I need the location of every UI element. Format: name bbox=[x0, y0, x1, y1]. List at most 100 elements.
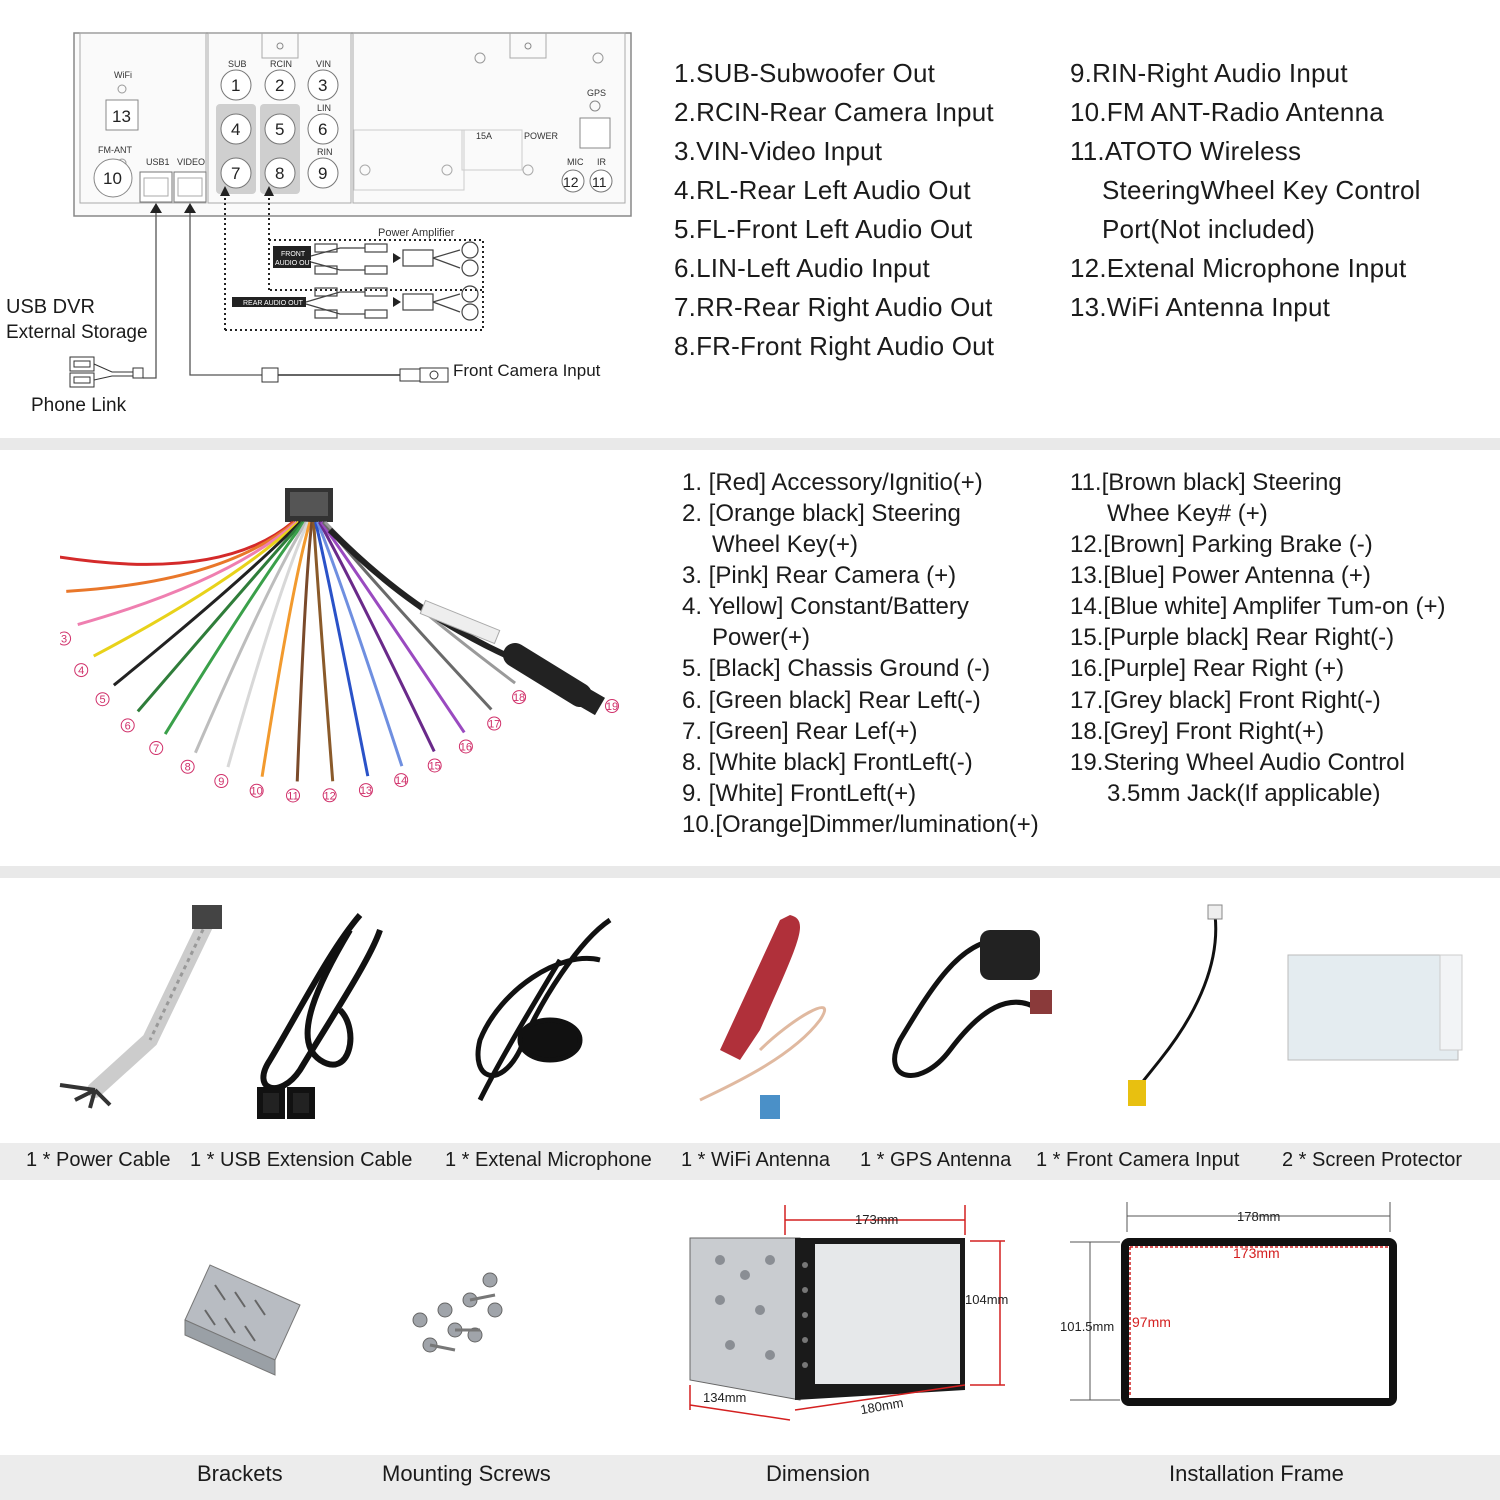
power-cable-image bbox=[59, 905, 222, 1109]
dimension-width-top: 173mm bbox=[855, 1212, 898, 1227]
fl-port bbox=[264, 113, 296, 145]
rin-port bbox=[307, 157, 339, 189]
mic-port bbox=[561, 169, 585, 193]
port-number-13: 13 bbox=[112, 107, 131, 126]
port-legend-item: 13.WiFi Antenna Input bbox=[1070, 292, 1331, 322]
port-legend-item: Port(Not included) bbox=[1102, 214, 1316, 244]
svg-text:4: 4 bbox=[78, 665, 84, 677]
fm-ant-port bbox=[93, 158, 133, 198]
ir-port-label: IR bbox=[597, 157, 607, 167]
bottom-label-bar bbox=[0, 1455, 1500, 1500]
wifi-port-label: WiFi bbox=[114, 70, 132, 80]
head-unit-dimension-image bbox=[689, 1237, 965, 1401]
installation-frame-image bbox=[1121, 1238, 1397, 1406]
wire-legend-item: 15.[Purple black] Rear Right(-) bbox=[1070, 624, 1395, 651]
accessory-label: 1 * WiFi Antenna bbox=[681, 1149, 830, 1171]
wire-legend-item: 5. [Black] Chassis Ground (-) bbox=[682, 655, 991, 682]
svg-text:5: 5 bbox=[99, 694, 105, 706]
wire-legend-item: Power(+) bbox=[712, 624, 811, 651]
dimension-depth: 134mm bbox=[703, 1390, 746, 1405]
gps-port-label: GPS bbox=[587, 88, 606, 98]
wire-pin-marker: 19 bbox=[605, 699, 619, 713]
front-audio-out-label-2: AUDIO OUT bbox=[275, 260, 315, 267]
lin-port bbox=[307, 113, 339, 145]
svg-text:6: 6 bbox=[125, 720, 131, 732]
port-legend-item: 7.RR-Rear Right Audio Out bbox=[674, 292, 993, 322]
wire-pin-marker: 14 bbox=[394, 773, 409, 788]
svg-text:11: 11 bbox=[287, 790, 298, 802]
svg-text:15: 15 bbox=[429, 760, 441, 772]
wire-pin-marker: 13 bbox=[358, 783, 373, 798]
harness-wire bbox=[314, 521, 370, 777]
wire-legend-item: 7. [Green] Rear Lef(+) bbox=[682, 718, 918, 745]
mounting-screws-image bbox=[412, 1272, 503, 1353]
wire-pin-marker: 11 bbox=[286, 788, 301, 802]
wire-legend-item: 11.[Brown black] Steering bbox=[1070, 469, 1342, 496]
rcin-port-label: RCIN bbox=[270, 59, 292, 69]
wire-legend-item: 3.5mm Jack(If applicable) bbox=[1107, 780, 1381, 807]
mounting-screws-label: Mounting Screws bbox=[382, 1461, 551, 1486]
lin-port-label: LIN bbox=[317, 103, 331, 113]
vin-port-label: VIN bbox=[316, 59, 331, 69]
port-legend-item: 10.FM ANT-Radio Antenna bbox=[1070, 97, 1384, 127]
usb-dvr-label: USB DVR bbox=[6, 296, 95, 318]
amplifier-cables bbox=[305, 241, 479, 321]
port-number-7: 7 bbox=[231, 164, 240, 183]
harness-wire bbox=[318, 521, 436, 753]
rl-port bbox=[220, 113, 252, 145]
camera-connector bbox=[261, 367, 279, 383]
wire-legend-item: 19.Stering Wheel Audio Control bbox=[1070, 749, 1405, 776]
port-number-12: 12 bbox=[563, 174, 579, 190]
port-number-4: 4 bbox=[231, 120, 240, 139]
svg-text:16: 16 bbox=[460, 741, 472, 753]
wire-legend-item: 2. [Orange black] Steering bbox=[682, 500, 961, 527]
port-number-5: 5 bbox=[275, 120, 284, 139]
vin-port bbox=[307, 69, 339, 101]
wire-pin-marker: 12 bbox=[322, 788, 337, 803]
gps-antenna-image bbox=[892, 930, 1052, 1078]
wire-legend-item: 13.[Blue] Power Antenna (+) bbox=[1070, 562, 1371, 589]
svg-text:18: 18 bbox=[513, 692, 525, 704]
usb-plug-icon bbox=[69, 356, 144, 388]
wire-legend-item: Wheel Key(+) bbox=[712, 531, 859, 558]
harness-wire bbox=[320, 521, 466, 734]
harness-wire bbox=[92, 520, 300, 658]
usb-extension-cable-image bbox=[257, 913, 383, 1119]
frame-outer-height: 101.5mm bbox=[1060, 1319, 1114, 1334]
wire-legend-item: 6. [Green black] Rear Left(-) bbox=[682, 687, 981, 714]
power-amplifier-label: Power Amplifier bbox=[378, 227, 455, 239]
svg-text:10: 10 bbox=[251, 786, 263, 798]
port-number-11: 11 bbox=[592, 174, 607, 190]
harness-wire bbox=[136, 521, 304, 713]
brackets-image bbox=[184, 1264, 301, 1376]
port-legend-item: 3.VIN-Video Input bbox=[674, 136, 883, 166]
ir-port bbox=[589, 169, 613, 193]
port-number-9: 9 bbox=[318, 164, 327, 183]
accessory-label: 1 * GPS Antenna bbox=[860, 1149, 1012, 1171]
harness-wire bbox=[312, 521, 335, 782]
dimension-height: 104mm bbox=[965, 1292, 1008, 1307]
svg-text:9: 9 bbox=[218, 776, 224, 788]
wire-pin-marker: 8 bbox=[180, 759, 195, 774]
port-legend-item: 11.ATOTO Wireless bbox=[1070, 136, 1302, 166]
video-port bbox=[173, 171, 207, 203]
wire-legend-item: 18.[Grey] Front Right(+) bbox=[1070, 718, 1325, 745]
port-legend-item: 9.RIN-Right Audio Input bbox=[1070, 58, 1348, 88]
accessory-label: 1 * Extenal Microphone bbox=[445, 1149, 652, 1171]
wire-pin-marker: 6 bbox=[120, 718, 135, 733]
port-legend-item: 12.Extenal Microphone Input bbox=[1070, 253, 1407, 283]
harness-wire bbox=[316, 521, 404, 767]
svg-text:3: 3 bbox=[61, 634, 67, 646]
gps-port bbox=[579, 117, 611, 149]
dimension-lines bbox=[689, 1205, 1005, 1421]
rear-panel-diagram: WiFi FM-ANT USB1 VIDEO SUB RCIN VIN RL F… bbox=[69, 32, 632, 388]
dimension-width-front: 180mm bbox=[859, 1395, 904, 1417]
front-camera-cable-image bbox=[1128, 904, 1223, 1106]
harness-wire bbox=[226, 521, 310, 768]
harness-wire bbox=[194, 521, 308, 754]
accessory-label: 1 * USB Extension Cable bbox=[190, 1149, 413, 1171]
svg-text:19: 19 bbox=[606, 701, 618, 713]
port-legend-item: 8.FR-Front Right Audio Out bbox=[674, 331, 995, 361]
accessory-label: 1 * Power Cable bbox=[26, 1149, 171, 1171]
svg-text:8: 8 bbox=[185, 762, 191, 774]
